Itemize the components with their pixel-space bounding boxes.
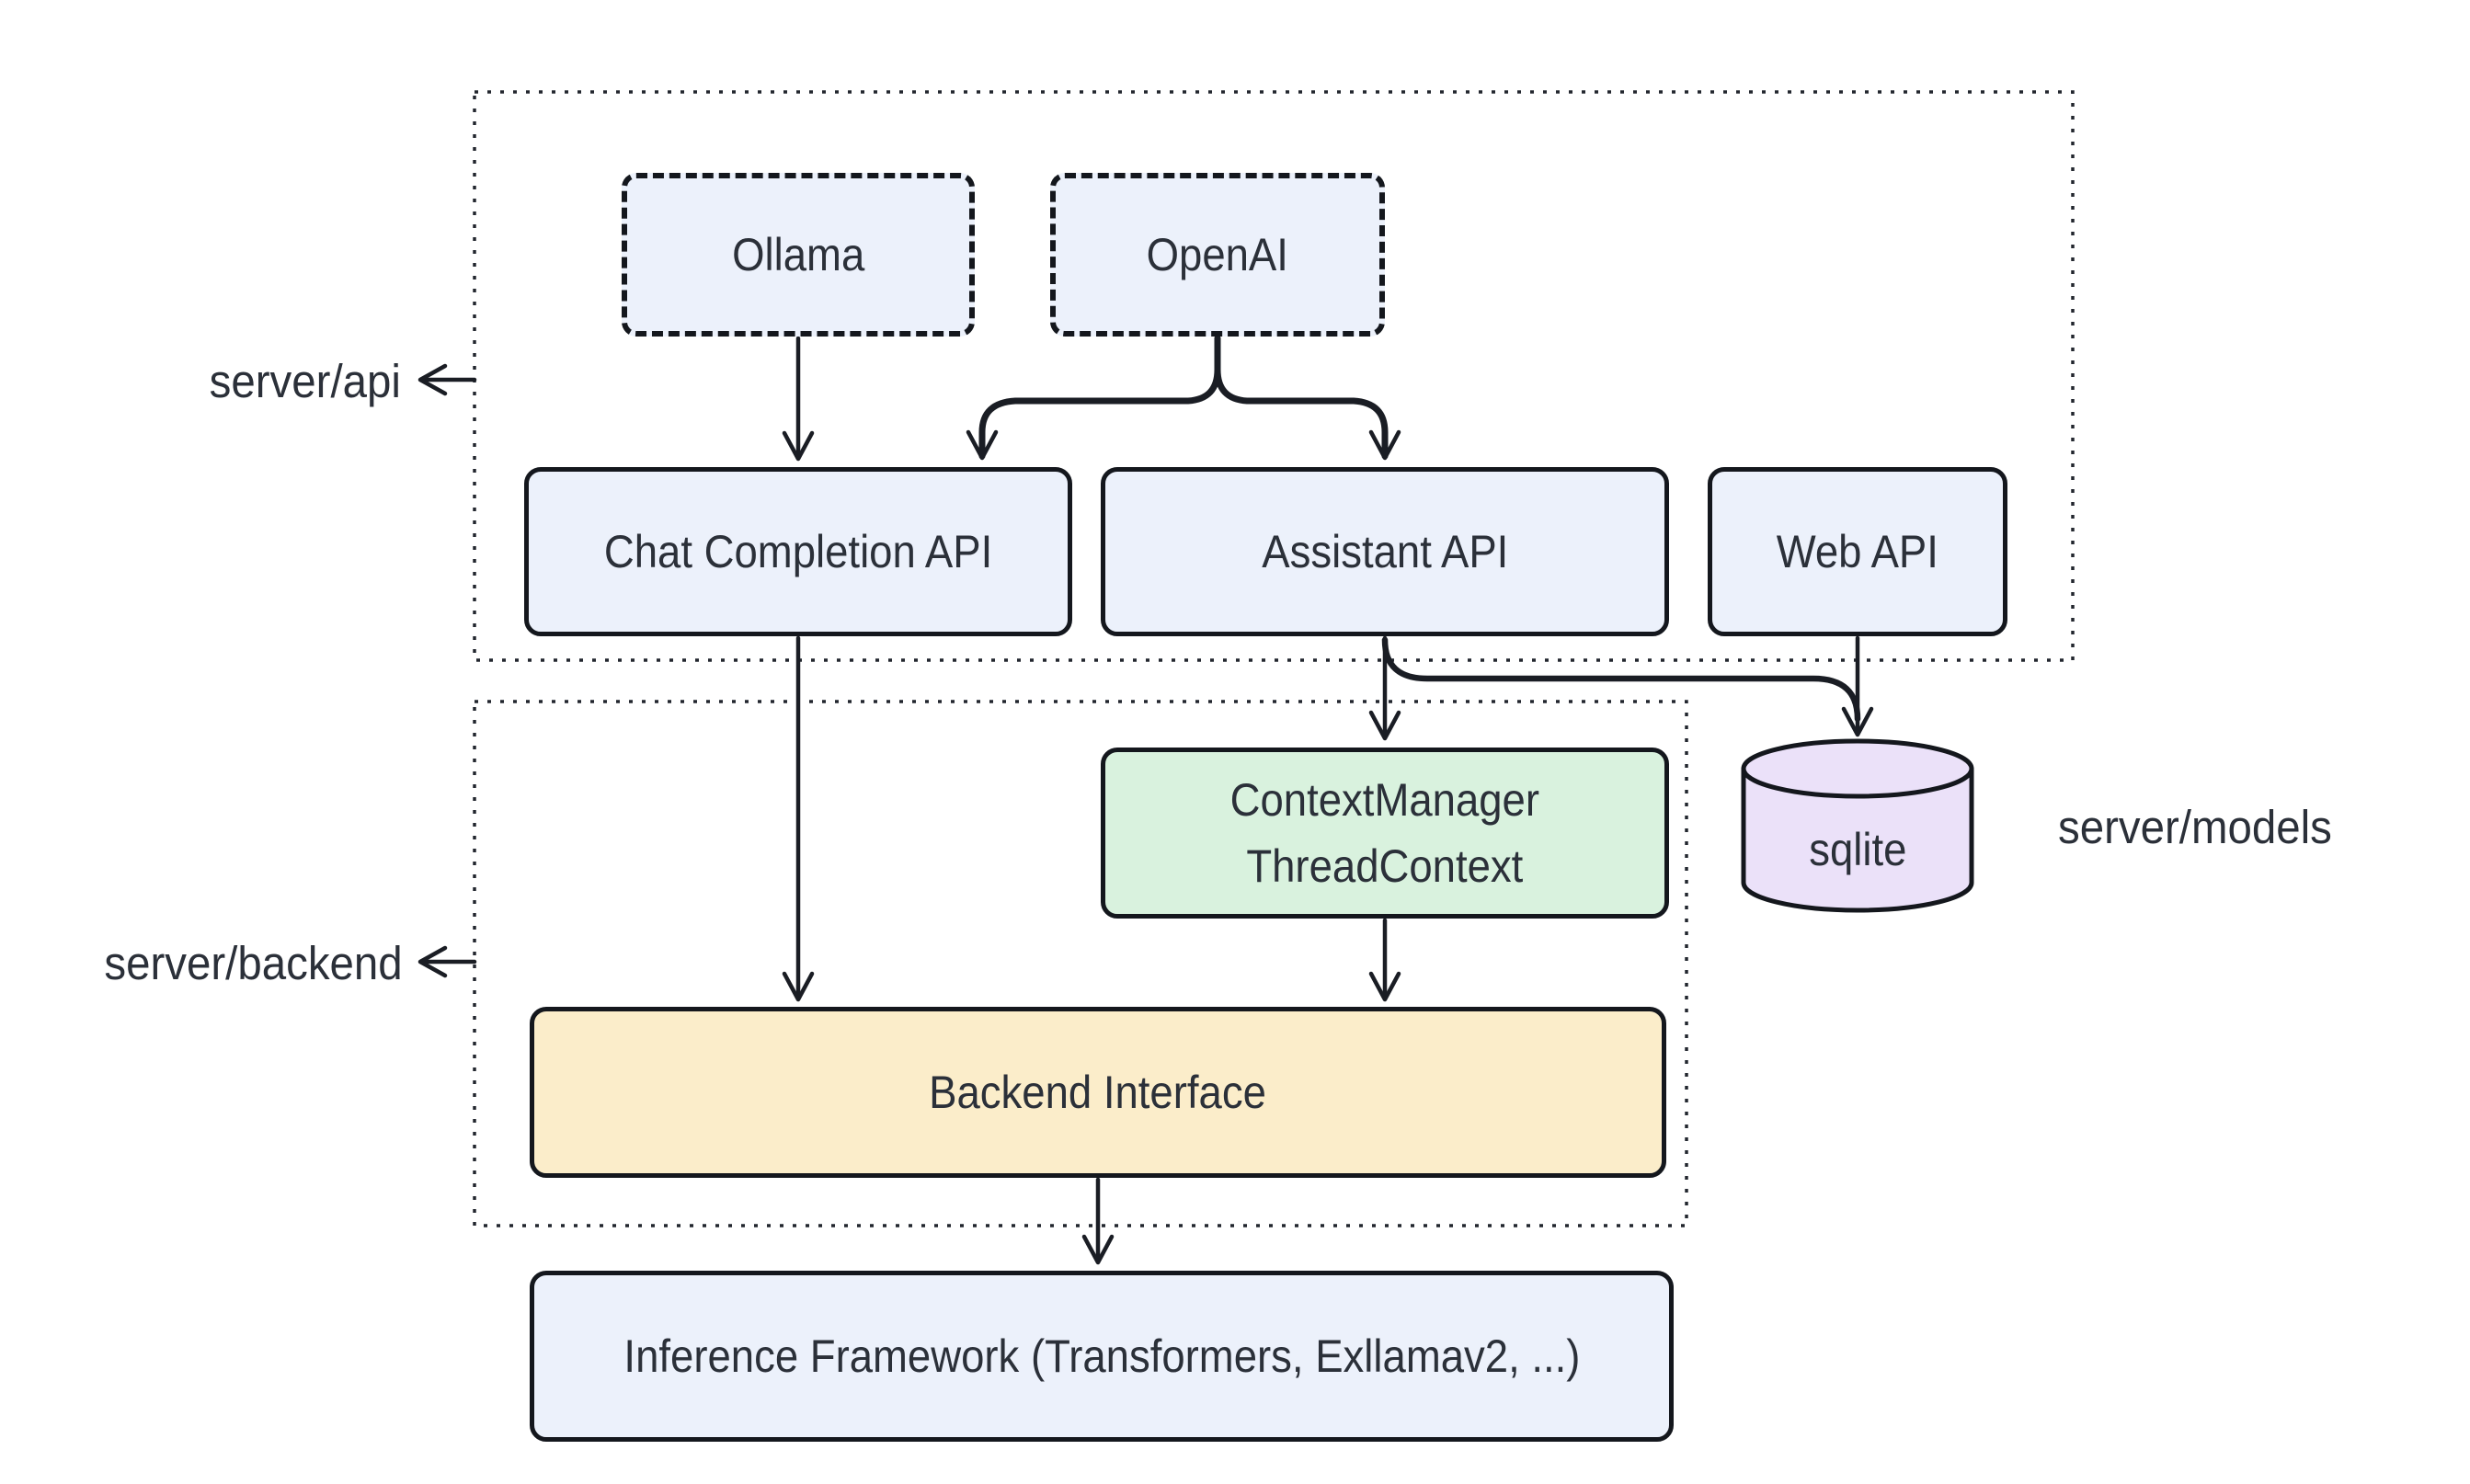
context-manager-line2: ThreadContext (1246, 840, 1524, 892)
server-api-container (473, 90, 2075, 662)
edge-openai-to-chat-api (978, 335, 1221, 460)
arrowhead-openai-to-chat-api (966, 429, 999, 461)
node-sqlite: sqlite (1740, 736, 1975, 919)
node-web-api-label: Web API (1776, 525, 1939, 577)
node-inference-framework-label: Inference Framework (Transformers, Exlla… (623, 1330, 1581, 1382)
arrowhead-chat-api-to-backend-interface (782, 971, 815, 1002)
node-ollama: Ollama (622, 173, 975, 337)
database-cylinder-icon (1741, 738, 1974, 913)
node-backend-interface-label: Backend Interface (929, 1066, 1267, 1118)
label-server-backend: server/backend (104, 937, 403, 989)
node-inference-framework: Inference Framework (Transformers, Exlla… (530, 1271, 1674, 1442)
arrowhead-server-api (417, 363, 448, 396)
server-backend-container (473, 700, 1688, 1227)
edge-openai-to-assistant-api (1214, 335, 1389, 460)
node-web-api: Web API (1708, 467, 2007, 636)
node-backend-interface: Backend Interface (530, 1007, 1666, 1178)
node-ollama-label: Ollama (731, 228, 865, 280)
arrowhead-context-manager-to-backend-interface (1368, 971, 1401, 1002)
label-server-models: server/models (2058, 801, 2332, 853)
node-assistant-api: Assistant API (1101, 467, 1669, 636)
arrowhead-ollama-to-chat-api (782, 430, 815, 462)
edge-assistant-api-to-sqlite (1381, 636, 1861, 723)
arrowhead-assistant-api-to-context-manager (1368, 710, 1401, 741)
node-openai-label: OpenAI (1146, 228, 1289, 280)
node-chat-completion-api-label: Chat Completion API (603, 525, 993, 577)
arrowhead-server-backend (417, 945, 448, 978)
arrowhead-openai-to-assistant-api (1368, 429, 1401, 461)
node-context-manager: ContextManager ThreadContext (1101, 748, 1669, 919)
node-openai: OpenAI (1050, 173, 1385, 337)
arrowhead-backend-interface-to-inference (1081, 1234, 1115, 1265)
node-sqlite-label: sqlite (1808, 824, 1907, 875)
arrowhead-web-api-to-sqlite (1841, 706, 1874, 737)
context-manager-line1: ContextManager (1229, 773, 1540, 826)
node-chat-completion-api: Chat Completion API (524, 467, 1072, 636)
node-assistant-api-label: Assistant API (1261, 525, 1509, 577)
node-context-manager-label: ContextManager ThreadContext (1230, 767, 1539, 900)
label-server-api: server/api (209, 355, 401, 407)
